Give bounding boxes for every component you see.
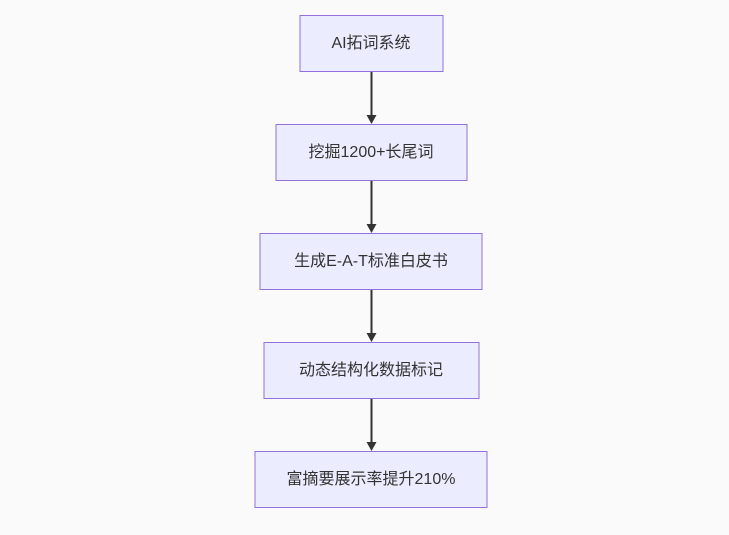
flow-node-label: AI拓词系统 bbox=[331, 34, 411, 52]
flow-node-label: 动态结构化数据标记 bbox=[298, 361, 443, 379]
flow-node-rich-snippet-uplift: 富摘要展示率提升210% bbox=[254, 451, 488, 508]
arrow-down-icon bbox=[366, 399, 376, 451]
arrow-down-icon bbox=[366, 72, 376, 124]
flow-node-label: 生成E-A-T标准白皮书 bbox=[294, 252, 448, 270]
flow-node-label: 富摘要展示率提升210% bbox=[286, 470, 456, 488]
arrow-line bbox=[370, 290, 372, 333]
arrow-line bbox=[370, 399, 372, 442]
arrow-head bbox=[366, 115, 376, 124]
arrow-head bbox=[366, 442, 376, 451]
flow-node-longtail-mining: 挖掘1200+长尾词 bbox=[275, 124, 467, 181]
flow-node-structured-data-markup: 动态结构化数据标记 bbox=[263, 342, 479, 399]
arrow-down-icon bbox=[366, 181, 376, 233]
flow-node-ai-keyword-system: AI拓词系统 bbox=[299, 15, 443, 72]
arrow-line bbox=[370, 72, 372, 115]
flow-node-eat-whitepaper: 生成E-A-T标准白皮书 bbox=[259, 233, 483, 290]
arrow-line bbox=[370, 181, 372, 224]
flow-node-label: 挖掘1200+长尾词 bbox=[308, 143, 434, 161]
arrow-head bbox=[366, 333, 376, 342]
arrow-head bbox=[366, 224, 376, 233]
flowchart: AI拓词系统 挖掘1200+长尾词 生成E-A-T标准白皮书 动态结构化数据标记… bbox=[254, 15, 488, 508]
arrow-down-icon bbox=[366, 290, 376, 342]
